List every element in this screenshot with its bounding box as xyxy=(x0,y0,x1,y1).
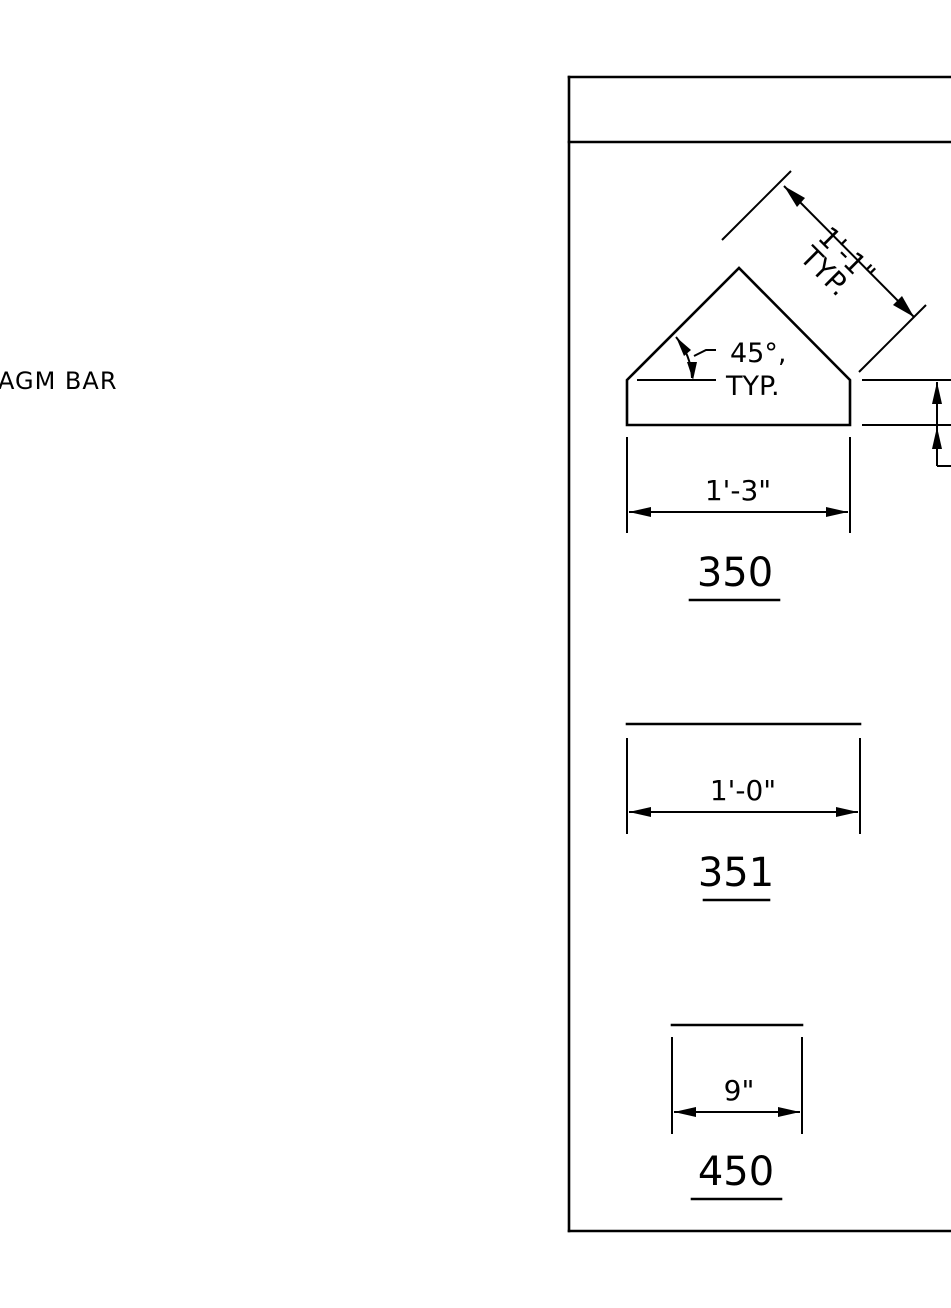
bar-450-width-dimension: 9" xyxy=(671,1037,803,1134)
bar-450-mark: 450 xyxy=(698,1149,774,1195)
bar-351-mark: 351 xyxy=(698,850,774,896)
schedule-frame xyxy=(567,75,951,1233)
bar-450-width-label: 9" xyxy=(724,1074,755,1107)
bar-350-width-label: 1'-3" xyxy=(705,474,771,507)
bar-351-width-dimension: 1'-0" xyxy=(626,738,861,834)
left-note: AGM BAR xyxy=(0,367,118,395)
bar-350-angle-label: 45°, xyxy=(730,338,786,369)
bar-350-angle-annotation: 45°, TYP. xyxy=(637,336,786,402)
bar-350-shape xyxy=(625,266,852,427)
bar-351-width-label: 1'-0" xyxy=(710,774,776,807)
bar-350-width-dimension: 1'-3" xyxy=(626,437,851,533)
bar-350-angle-typ: TYP. xyxy=(725,371,780,402)
bar-350-mark: 350 xyxy=(697,550,773,596)
bar-350-height-dimension xyxy=(862,379,951,467)
